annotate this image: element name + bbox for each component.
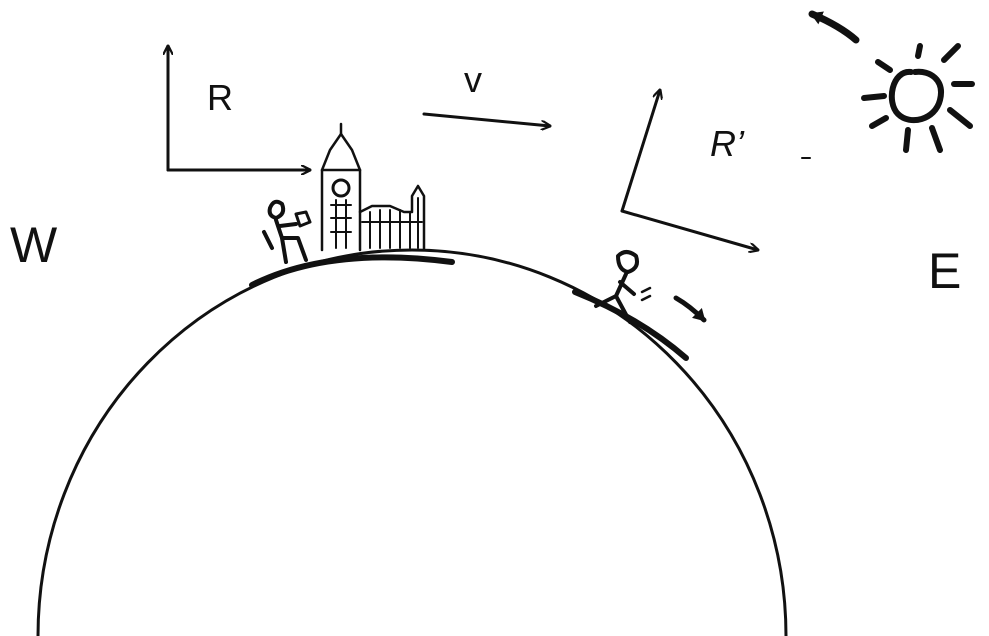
frame-r-prime-label: R’: [710, 123, 745, 164]
big-ben-parliament-icon: [320, 122, 426, 252]
earth-circle: [36, 248, 788, 636]
ground-segment-east: [572, 289, 689, 361]
velocity-label: v: [464, 59, 482, 100]
frame-r-prime-axes: [620, 90, 758, 250]
west-label: W: [10, 217, 58, 273]
frame-r-axes: [168, 44, 312, 170]
walking-figure: [594, 250, 652, 324]
seated-reader-figure: [262, 199, 312, 264]
ground-segment-west: [249, 254, 455, 288]
walker-direction-arrow: [673, 295, 707, 323]
sun-icon: [861, 43, 975, 153]
frame-r-label: R: [207, 77, 233, 118]
sun-motion-arrow: [808, 10, 860, 44]
east-label: E: [928, 243, 961, 299]
velocity-arrow: [422, 112, 552, 126]
